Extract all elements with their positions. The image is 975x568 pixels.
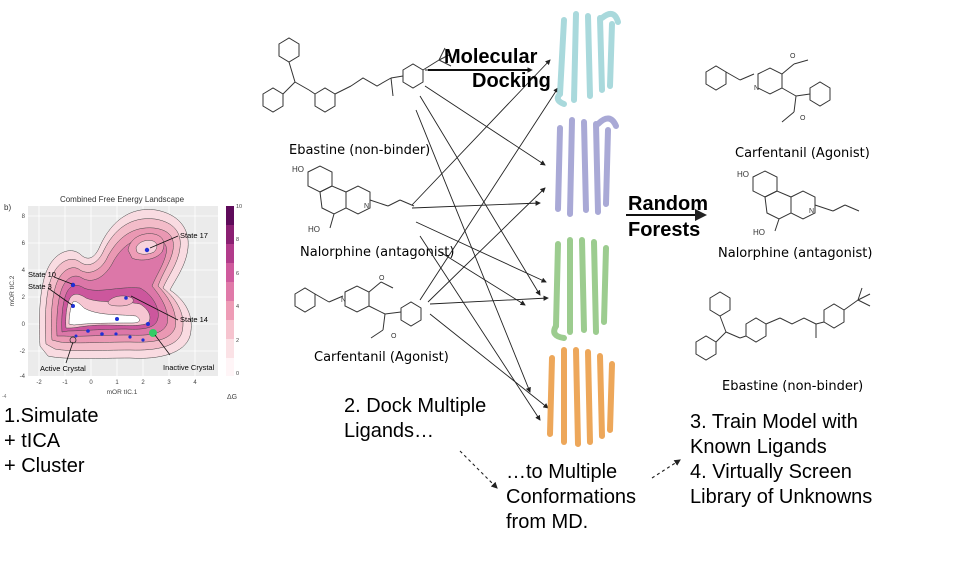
random-forests-label: Random Forests [628,193,708,241]
svg-text:0: 0 [89,380,93,386]
svg-text:O: O [391,333,397,340]
carfentanil-structure-right: O O N [705,53,831,123]
step2-text: 2. Dock Multiple Ligands… [344,395,487,442]
colorbar [226,206,234,376]
svg-text:4: 4 [236,304,239,310]
nalorphine-structure-right: HO HO N [737,170,860,237]
svg-text:3: 3 [167,380,171,386]
ebastine-label-right: Ebastine (non-binder) [722,379,864,394]
free-energy-landscape-plot: b) Combined Free Energy Landscape [2,195,242,401]
svg-text:6: 6 [22,241,26,247]
colorbar-ticks: 10 8 6 4 2 0 [236,204,242,377]
nalorphine-label-left: Nalorphine (antagonist) [300,245,455,260]
svg-text:4: 4 [193,380,197,386]
svg-text:N: N [754,85,759,92]
svg-text:O: O [379,275,385,282]
active-crystal-label: Active Crystal [40,364,86,373]
svg-text:-2: -2 [20,349,26,355]
nalorphine-label-right: Nalorphine (antagonist) [718,246,873,261]
energy-contours [39,209,192,359]
svg-text:8: 8 [22,214,26,220]
svg-text:8: 8 [236,237,239,243]
y-axis-label: mOR tIC.2 [9,275,16,306]
plot-title: Combined Free Energy Landscape [60,195,185,204]
svg-text:-2: -2 [36,380,42,386]
svg-text:6: 6 [236,271,239,277]
svg-text:2: 2 [22,295,26,301]
svg-text:HO: HO [737,170,749,179]
protein-conformation-lavender [555,115,619,217]
svg-text:HO: HO [753,228,765,237]
step2b-text: …to Multiple Conformations from MD. [506,461,637,533]
svg-text:2: 2 [141,380,145,386]
carfentanil-label-right: Carfentanil (Agonist) [735,146,870,161]
carfentanil-structure-left: O O N [294,275,422,340]
protein-conformation-green [551,237,609,341]
svg-text:O: O [790,53,796,60]
svg-text:HO: HO [308,225,320,234]
carfentanil-label-left: Carfentanil (Agonist) [314,350,449,365]
panel-tag: b) [4,203,11,212]
svg-text:N: N [809,208,814,215]
svg-text:-4: -4 [20,374,26,380]
svg-text:0: 0 [22,322,26,328]
y-axis-ticks: 8 6 4 2 0 -2 -4 [20,214,26,380]
protein-conformation-orange [547,347,615,447]
svg-text:1: 1 [115,380,119,386]
colorbar-label: ΔG [227,394,237,401]
svg-text:N: N [341,297,346,304]
state-10-label: State 10 [28,270,56,279]
protein-conformation-cyan [554,10,621,107]
state-annotation-lines [47,235,179,364]
protein-conformations [547,10,621,447]
svg-text:4: 4 [22,268,26,274]
step3-text: 3. Train Model with Known Ligands 4. Vir… [690,411,873,508]
docking-method-label: Molecular Docking [444,46,551,92]
svg-text:-1: -1 [62,380,68,386]
state-3-label: State 3 [28,282,52,291]
state-17-label: State 17 [180,231,208,240]
svg-text:0: 0 [236,371,239,377]
svg-text:N: N [364,203,369,210]
state-14-label: State 14 [180,315,208,324]
x-axis-label: mOR tIC.1 [107,389,138,396]
step1-text: 1.Simulate + tICA + Cluster [4,405,99,477]
corner-mark: -4 [2,394,7,400]
svg-text:10: 10 [236,204,242,210]
nalorphine-structure-left: HO HO N [292,165,415,234]
ebastine-structure-left [262,37,452,113]
ebastine-structure-right [695,287,871,361]
x-axis-ticks: -2 -1 0 1 2 3 4 [36,380,197,386]
svg-text:HO: HO [292,165,304,174]
inactive-crystal-label: Inactive Crystal [163,363,215,372]
svg-text:O: O [800,115,806,122]
svg-text:2: 2 [236,338,239,344]
ebastine-label-left: Ebastine (non-binder) [289,143,431,158]
